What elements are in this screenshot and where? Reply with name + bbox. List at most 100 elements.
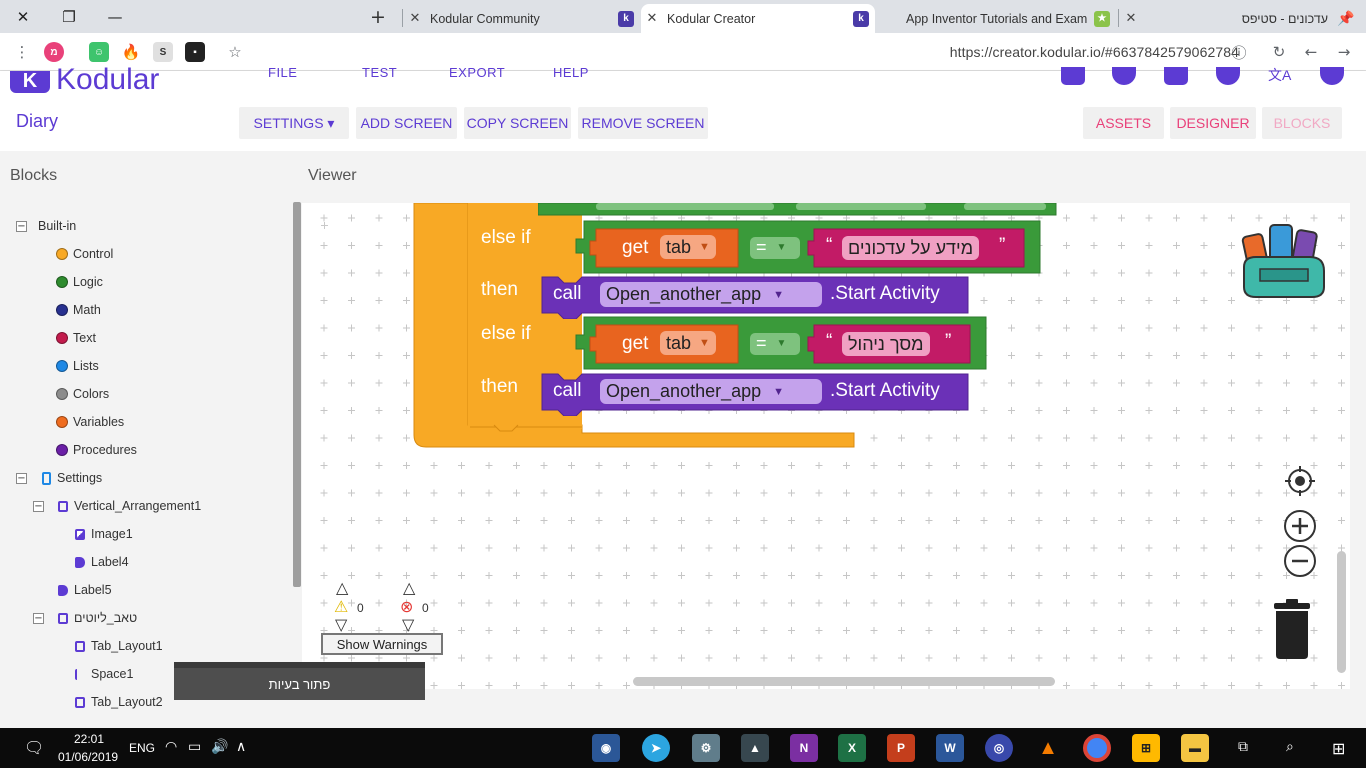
tab-close-icon[interactable]: ✕ — [409, 11, 421, 26]
builtin-category-text[interactable]: Text — [56, 328, 96, 348]
builtin-category-lists[interactable]: Lists — [56, 356, 99, 376]
tree-space1[interactable]: Space1 — [75, 664, 133, 684]
builtin-category-control[interactable]: Control — [56, 244, 113, 264]
vlc-icon[interactable]: ▲ — [1038, 736, 1058, 759]
account-icon[interactable] — [1320, 67, 1344, 85]
menu-export[interactable]: EXPORT — [449, 65, 506, 80]
tab-kodular-community[interactable]: ✕ Kodular Community k — [404, 4, 640, 33]
fire-extension-icon[interactable]: 🔥 — [121, 44, 141, 61]
collapse-toggle-icon[interactable]: − — [33, 612, 44, 624]
tab-close-icon[interactable]: ✕ — [646, 11, 658, 26]
restore-window-icon[interactable]: ❐ — [62, 7, 76, 26]
call-block-1[interactable] — [538, 273, 972, 319]
blocks-button[interactable]: BLOCKS — [1262, 107, 1342, 139]
collapse-toggle-icon[interactable]: − — [16, 220, 27, 232]
tree-tab-layout2[interactable]: Tab_Layout2 — [75, 692, 163, 712]
canvas-vertical-scrollbar[interactable] — [1337, 551, 1346, 673]
designer-button[interactable]: DESIGNER — [1170, 107, 1256, 139]
builtin-category-procedures[interactable]: Procedures — [56, 440, 137, 460]
assets-button[interactable]: ASSETS — [1083, 107, 1164, 139]
file-explorer-icon[interactable]: ▬ — [1181, 734, 1209, 762]
tree-vertical-arrangement1[interactable]: − Vertical_Arrangement1 — [33, 496, 201, 516]
blocks-canvas[interactable]: else if get tab ▼ = ▼ “ מידע על עדכונים … — [302, 203, 1350, 689]
builtin-category-logic[interactable]: Logic — [56, 272, 103, 292]
error-prev-arrow-icon[interactable]: △ — [403, 578, 416, 597]
kodular-logo-text[interactable]: Kodular — [56, 63, 160, 96]
bookmark-star-icon[interactable]: ☆ — [228, 43, 242, 61]
gallery-icon[interactable] — [1061, 67, 1085, 85]
builtin-category-colors[interactable]: Colors — [56, 384, 109, 404]
text-string-2[interactable]: מסך ניהול — [842, 332, 930, 356]
recenter-icon[interactable] — [1284, 465, 1316, 497]
task-view-icon[interactable]: ⧉ — [1238, 739, 1248, 755]
tab-kodular-creator[interactable]: ✕ Kodular Creator k — [641, 4, 875, 33]
start-windows-icon[interactable]: ⊞ — [1332, 739, 1346, 758]
store-icon[interactable]: ⊞ — [1132, 734, 1160, 762]
tab-updates[interactable]: ✕ עדכונים - סטיפס 📌 — [1120, 4, 1360, 33]
add-screen-button[interactable]: ADD SCREEN — [356, 107, 457, 139]
builtin-category-variables[interactable]: Variables — [56, 412, 124, 432]
error-next-arrow-icon[interactable]: ▽ — [402, 615, 415, 634]
close-window-icon[interactable]: ✕ — [16, 7, 30, 26]
volume-icon[interactable]: 🔊 — [211, 739, 229, 755]
wifi-icon[interactable]: ◠ — [165, 739, 178, 755]
chrome-icon[interactable] — [1083, 734, 1111, 762]
backpack-icon[interactable] — [1240, 217, 1330, 301]
call-block-2[interactable] — [538, 370, 972, 416]
extension-icon[interactable]: ☺ — [89, 42, 109, 62]
battery-icon[interactable]: ▭ — [188, 739, 202, 755]
taskbar-app-icon[interactable]: ⚙ — [692, 734, 720, 762]
media-extension-icon[interactable]: ▪ — [185, 42, 205, 62]
menu-file[interactable]: FILE — [268, 65, 298, 80]
language-indicator[interactable]: ENG — [129, 741, 156, 755]
builtin-category-math[interactable]: Math — [56, 300, 101, 320]
search-icon[interactable]: ⌕ — [1286, 739, 1294, 755]
menu-dots-icon[interactable]: ⋮ — [14, 43, 30, 61]
kodular-logo-icon[interactable]: K — [10, 70, 50, 93]
site-info-icon[interactable]: ⓘ — [1231, 43, 1247, 62]
operator-dropdown[interactable]: = ▼ — [750, 237, 792, 257]
powerpoint-icon[interactable]: P — [887, 734, 915, 762]
copy-screen-button[interactable]: COPY SCREEN — [464, 107, 571, 139]
projects-icon[interactable] — [1164, 67, 1188, 85]
taskbar-app-icon[interactable]: ▲ — [741, 734, 769, 762]
s-extension-icon[interactable]: S — [153, 42, 173, 62]
settings-dropdown-button[interactable]: SETTINGS ▾ — [239, 107, 349, 139]
warning-prev-arrow-icon[interactable]: △ — [336, 578, 349, 597]
text-string-1[interactable]: מידע על עדכונים — [842, 236, 980, 260]
show-warnings-button[interactable]: Show Warnings — [321, 633, 443, 655]
clock-date[interactable]: 01/06/2019 — [58, 750, 119, 764]
tab-close-icon[interactable]: ✕ — [1125, 11, 1137, 26]
tab-app-inventor-tutorials[interactable]: App Inventor Tutorials and Exam ★ — [878, 4, 1116, 33]
collapse-toggle-icon[interactable]: − — [16, 472, 27, 484]
language-icon[interactable]: 文A — [1268, 67, 1292, 83]
new-tab-icon[interactable]: + — [370, 5, 386, 28]
tree-settings[interactable]: − Settings — [16, 468, 102, 488]
show-hidden-icons-icon[interactable]: ∧ — [236, 739, 247, 755]
component-dropdown[interactable]: Open_another_app ▼ — [600, 282, 790, 307]
profile-avatar[interactable]: מ — [44, 42, 64, 62]
if-control-block[interactable] — [402, 203, 862, 453]
tree-builtin[interactable]: − Built-in — [16, 216, 76, 236]
onenote-icon[interactable]: N — [790, 734, 818, 762]
variable-dropdown[interactable]: tab ▼ — [660, 235, 716, 259]
notifications-icon[interactable]: 🗨 — [24, 738, 45, 757]
back-icon[interactable]: → — [1337, 43, 1351, 61]
operator-dropdown[interactable]: = ▼ — [750, 333, 792, 353]
minimize-window-icon[interactable]: — — [107, 7, 123, 26]
tree-image1[interactable]: Image1 — [75, 524, 133, 544]
canvas-horizontal-scrollbar[interactable] — [633, 677, 1055, 686]
community-icon[interactable] — [1112, 67, 1136, 85]
menu-test[interactable]: TEST — [362, 65, 398, 80]
tree-tab-layout1[interactable]: Tab_Layout1 — [75, 636, 163, 656]
word-icon[interactable]: W — [936, 734, 964, 762]
telegram-icon[interactable]: ➤ — [642, 734, 670, 762]
tree-label4[interactable]: Label4 — [75, 552, 129, 572]
zoom-in-icon[interactable] — [1283, 509, 1317, 543]
tree-tab-layouts[interactable]: − טאב_ליוטים — [33, 608, 137, 628]
forward-icon[interactable]: ← — [1304, 43, 1318, 61]
excel-icon[interactable]: X — [838, 734, 866, 762]
url-text[interactable]: https://creator.kodular.io/#663784257906… — [949, 44, 1239, 60]
menu-help[interactable]: HELP — [553, 65, 589, 80]
tree-scrollbar[interactable] — [293, 202, 301, 587]
